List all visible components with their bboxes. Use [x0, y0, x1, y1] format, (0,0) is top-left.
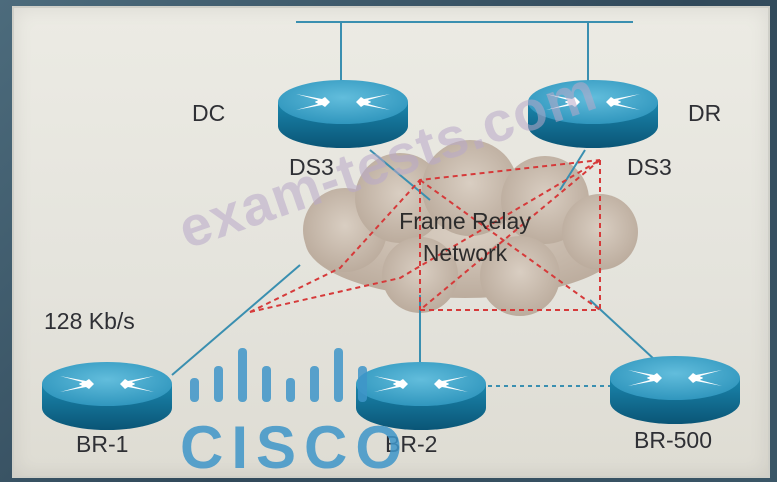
router-br1: [42, 362, 172, 430]
cloud-label-line1: Frame Relay: [399, 208, 531, 234]
router-br2: [356, 362, 486, 430]
router-dc: [278, 80, 408, 148]
link-br500-cloud: [589, 299, 656, 361]
cisco-logo-bars: [190, 348, 367, 402]
pvc-mesh: [249, 159, 601, 313]
dr-router-label: DS3: [627, 154, 672, 180]
cloud-label-line2: Network: [422, 240, 508, 266]
link-br1-cloud: [171, 264, 301, 376]
dc-router-label: DS3: [289, 154, 334, 180]
br2-label: BR-2: [385, 431, 438, 457]
router-br500: [610, 356, 740, 424]
dc-site-label: DC: [192, 100, 226, 126]
dr-site-label: DR: [688, 100, 722, 126]
router-dr: [528, 80, 658, 148]
br1-label: BR-1: [76, 431, 129, 457]
link-speed-label: 128 Kb/s: [44, 308, 135, 334]
cisco-logo-text: CISCO: [180, 414, 411, 481]
link-dr-cloud: [559, 149, 586, 191]
br500-label: BR-500: [634, 427, 712, 453]
